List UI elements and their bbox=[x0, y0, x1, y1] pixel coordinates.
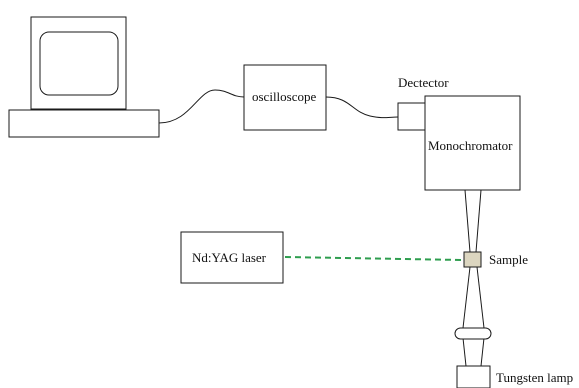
computer-screen bbox=[39, 31, 119, 96]
sample-cell bbox=[463, 251, 482, 268]
beam-mono-left bbox=[464, 189, 471, 253]
oscilloscope-box bbox=[243, 64, 327, 131]
laser-box bbox=[180, 231, 284, 284]
sample-label: Sample bbox=[489, 252, 528, 267]
laser-beam bbox=[284, 256, 464, 261]
detector-label: Dectector bbox=[398, 75, 449, 90]
cable-oscilloscope-detector bbox=[325, 96, 399, 119]
beam-lens-right bbox=[480, 337, 485, 367]
monochromator-label: Monochromator bbox=[428, 138, 513, 153]
beam-lamp-right bbox=[476, 266, 485, 329]
oscilloscope-label: oscilloscope bbox=[252, 89, 317, 104]
cable-computer-oscilloscope bbox=[158, 89, 245, 124]
beam-lamp-left bbox=[462, 266, 471, 329]
computer-base bbox=[8, 109, 160, 138]
detector-box bbox=[397, 102, 426, 131]
tungsten-lamp-box bbox=[456, 365, 491, 388]
lamp-label: Tungsten lamp bbox=[496, 370, 574, 385]
lens bbox=[454, 327, 492, 340]
monochromator-box bbox=[424, 95, 521, 191]
beam-mono-right bbox=[475, 189, 482, 253]
beam-lens-left bbox=[462, 337, 467, 367]
laser-label: Nd:YAG laser bbox=[192, 250, 267, 265]
